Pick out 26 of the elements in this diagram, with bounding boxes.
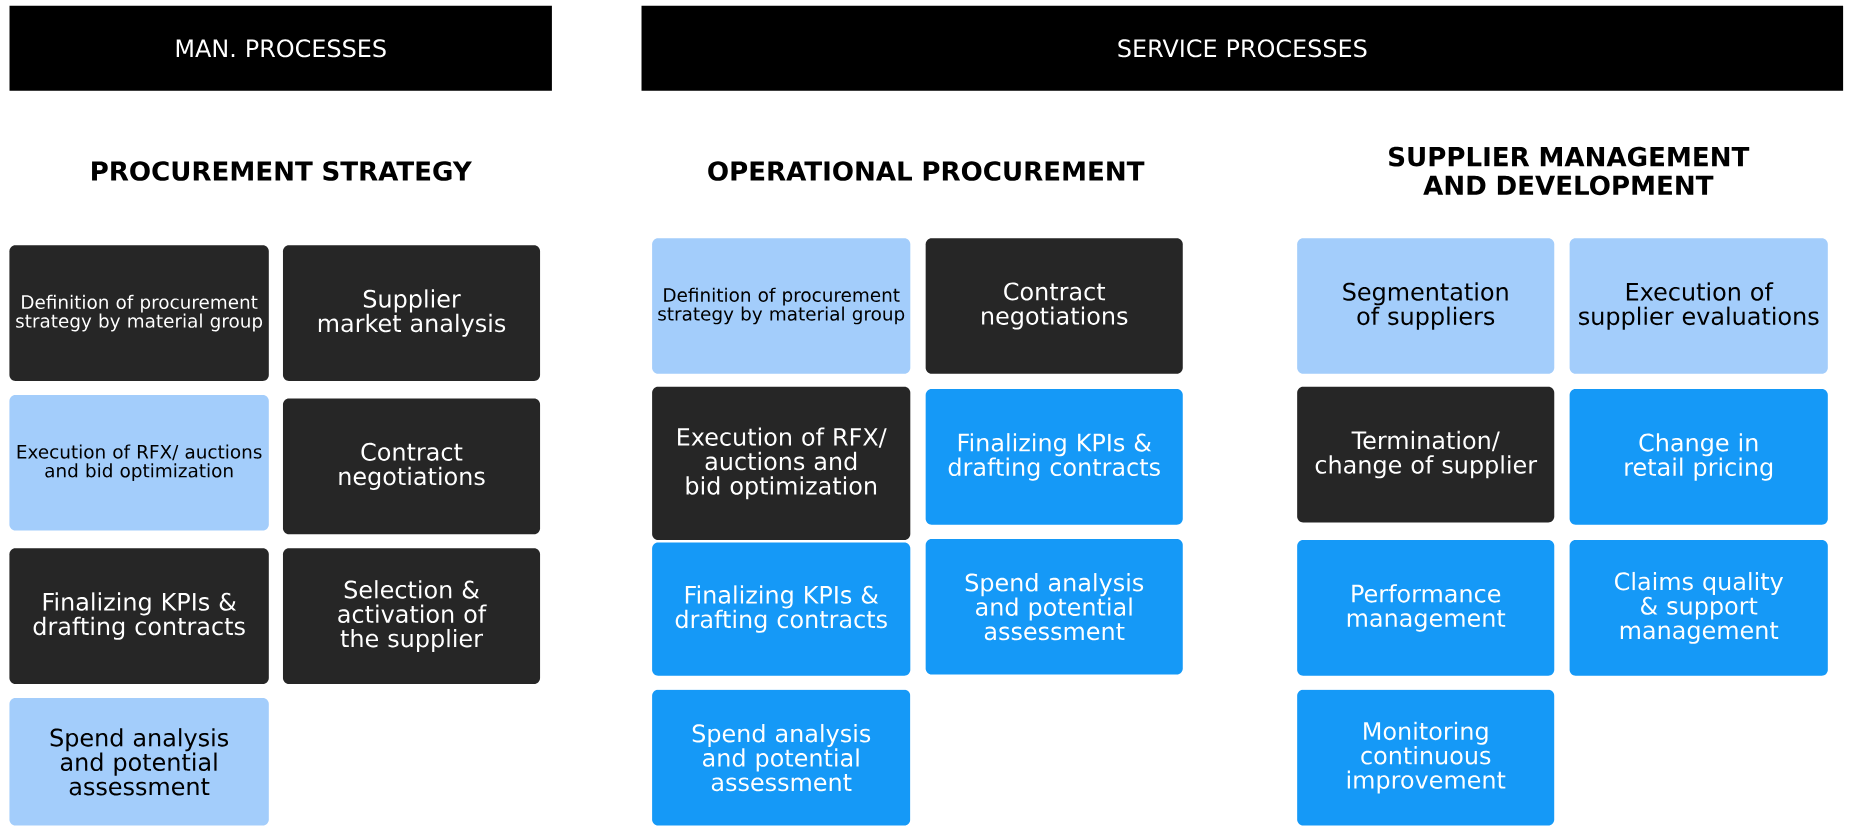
process-box: Spend analysis and potential assessment [652,689,911,826]
process-box: Execution of RFX/ auctions and bid optimization [652,386,911,541]
section-heading: SUPPLIER MANAGEMENT AND DEVELOPMENT [1389,146,1750,196]
process-box: Contract negotiations [282,398,541,535]
process-box: Spend analysis and potential assessment [9,698,269,826]
process-box: Execution of supplier evaluations [1569,238,1828,374]
process-box: Segmentation of suppliers [1297,238,1555,374]
process-box: Finalizing KPIs & drafting contracts [652,542,911,676]
process-box: Execution of RFX/ auctions and bid optimization [9,395,269,531]
process-box: Supplier market analysis [282,245,541,381]
process-box: Spend analysis and potential assessment [925,538,1183,675]
process-box: Definition of procurement strategy by material group [9,245,269,381]
process-box: Finalizing KPIs & drafting contracts [9,548,269,684]
process-box: Claims quality & support management [1569,540,1828,676]
process-box: Performance management [1297,540,1555,676]
process-box: Change in retail pricing [1569,389,1828,525]
process-box: Termination/ change of supplier [1297,386,1555,523]
process-box: Contract negotiations [925,238,1183,374]
process-box: Finalizing KPIs & drafting contracts [925,389,1183,525]
header-band: SERVICE PROCESSES [641,5,1844,91]
process-box: Definition of procurement strategy by material group [652,238,911,374]
section-heading: OPERATIONAL PROCUREMENT [708,161,1145,181]
section-heading: PROCUREMENT STRATEGY [92,161,472,181]
process-box: Selection & activation of the supplier [282,548,541,684]
header-band: MAN. PROCESSES [9,5,552,91]
process-box: Monitoring continuous improvement [1297,689,1555,826]
